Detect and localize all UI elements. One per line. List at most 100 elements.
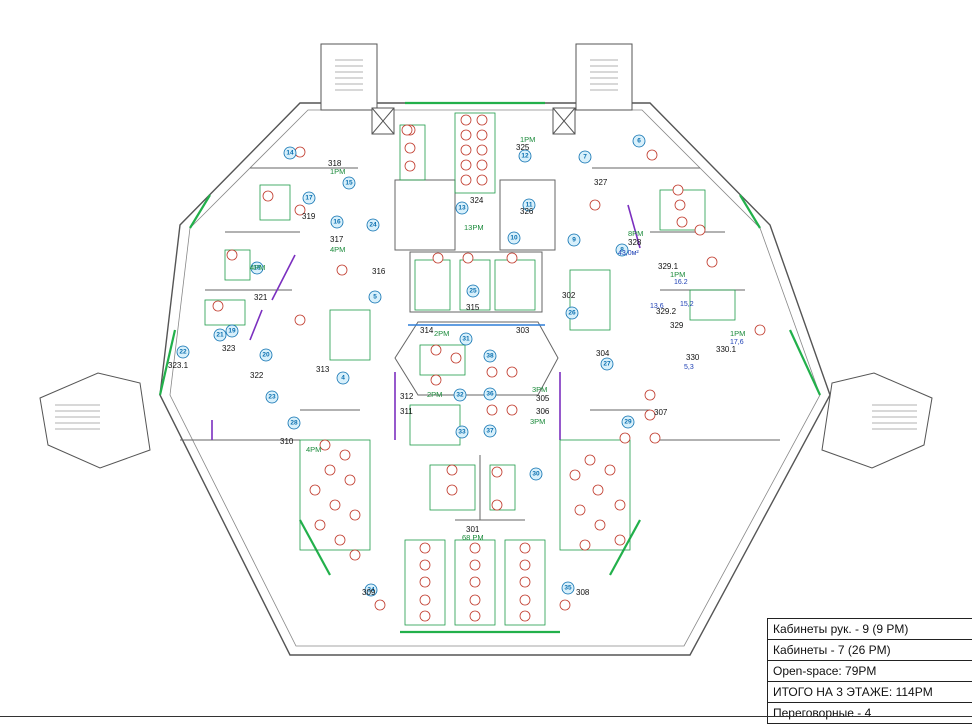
room-marker-number: 27: [603, 361, 611, 368]
legend-row-total: ИТОГО НА 3 ЭТАЖЕ: 114PM: [768, 682, 972, 703]
room-marker-badge: [518, 149, 532, 163]
seat-marker: [432, 252, 444, 264]
room-label: 324: [470, 196, 484, 205]
room-marker-number: 12: [521, 153, 529, 160]
room-marker-badge: [632, 134, 646, 148]
room-label: 329.1: [658, 262, 679, 271]
capacity-label: 1PM: [670, 270, 685, 279]
seat-marker: [486, 366, 498, 378]
room-marker-number: 5: [373, 294, 377, 301]
legend-row-meeting-rooms: Переговорные - 4: [773, 706, 872, 720]
seat-marker: [754, 324, 766, 336]
seat-marker: [404, 160, 416, 172]
room-marker-badge: [453, 388, 467, 402]
seat-marker: [469, 559, 481, 571]
room-label: 329: [670, 321, 684, 330]
seat-marker: [419, 542, 431, 554]
capacity-label: 1PM: [520, 135, 535, 144]
capacity-label: 2PM: [427, 390, 442, 399]
side-stairs: [39, 372, 933, 469]
seat-marker: [430, 344, 442, 356]
area-label: 5,3: [684, 364, 694, 371]
room-marker-badge: [522, 198, 536, 212]
room-label: 318: [328, 159, 342, 168]
seat-marker: [460, 144, 472, 156]
room-marker-badge: [265, 390, 279, 404]
room-marker-number: 25: [469, 288, 477, 295]
summary-legend: Кабинеты рук. - 9 (9 PM) Кабинеты - 7 (2…: [767, 618, 972, 724]
room-marker-number: 16: [333, 219, 341, 226]
glass-partitions: [211, 204, 641, 440]
room-marker-badge: [366, 218, 380, 232]
seat-marker: [212, 300, 224, 312]
seat-marker: [430, 374, 442, 386]
seat-marker: [646, 149, 658, 161]
seat-marker: [476, 144, 488, 156]
seat-marker: [469, 610, 481, 622]
room-marker-number: 18: [253, 265, 261, 272]
room-marker-number: 22: [179, 349, 187, 356]
room-marker-badge: [567, 233, 581, 247]
room-label: 309: [362, 588, 376, 597]
room-marker-badge: [578, 150, 592, 164]
room-label: 322: [250, 371, 264, 380]
seat-marker: [519, 594, 531, 606]
bottom-rule: [0, 716, 972, 717]
room-marker-number: 31: [462, 336, 470, 343]
room-marker-number: 21: [216, 332, 224, 339]
room-label: 303: [516, 326, 530, 335]
seat-marker: [644, 389, 656, 401]
seat-marker: [469, 594, 481, 606]
room-label: 308: [576, 588, 590, 597]
seat-marker: [476, 159, 488, 171]
room-marker-badge: [459, 332, 473, 346]
room-marker-number: 34: [367, 587, 375, 594]
capacity-label: 4PM: [250, 263, 265, 272]
seat-marker: [619, 432, 631, 444]
room-marker-badge: [466, 284, 480, 298]
room-label: 317: [330, 235, 344, 244]
room-marker-number: 30: [532, 471, 540, 478]
room-label: 305: [536, 394, 550, 403]
seat-marker: [614, 499, 626, 511]
seat-marker: [491, 499, 503, 511]
seat-marker: [476, 129, 488, 141]
legend-row-managers: Кабинеты рук. - 9 (9 PM): [768, 619, 972, 640]
room-marker-number: 10: [510, 235, 518, 242]
seat-marker: [294, 204, 306, 216]
room-label: 327: [594, 178, 608, 187]
area-label: 43,0м²: [618, 250, 639, 257]
seat-marker: [334, 534, 346, 546]
room-marker-number: 29: [624, 419, 632, 426]
room-label: 301: [466, 525, 480, 534]
room-marker-number: 17: [305, 195, 313, 202]
room-marker-badge: [302, 191, 316, 205]
room-label: 326: [520, 207, 534, 216]
seat-marker: [460, 159, 472, 171]
seat-marker: [450, 352, 462, 364]
room-label: 319: [302, 212, 316, 221]
room-label: 306: [536, 407, 550, 416]
area-label: 16.2: [674, 279, 688, 286]
seat-marker: [486, 404, 498, 416]
seat-marker: [419, 559, 431, 571]
seat-marker: [569, 469, 581, 481]
seat-marker: [460, 129, 472, 141]
room-marker-badge: [287, 416, 301, 430]
seat-marker: [469, 542, 481, 554]
room-marker-badge: [621, 415, 635, 429]
seat-marker: [644, 409, 656, 421]
seat-marker: [294, 314, 306, 326]
room-marker-badge: [615, 243, 629, 257]
seat-marker: [672, 184, 684, 196]
capacity-label: 4PM: [330, 245, 345, 254]
room-marker-badge: [283, 146, 297, 160]
room-marker-badge: [455, 425, 469, 439]
interior-walls: [180, 167, 780, 521]
room-label: 307: [654, 408, 668, 417]
seat-marker: [339, 449, 351, 461]
seat-marker: [674, 199, 686, 211]
room-labels: 318 319 317 321 322 323 323.1 316 313 31…: [168, 143, 737, 597]
